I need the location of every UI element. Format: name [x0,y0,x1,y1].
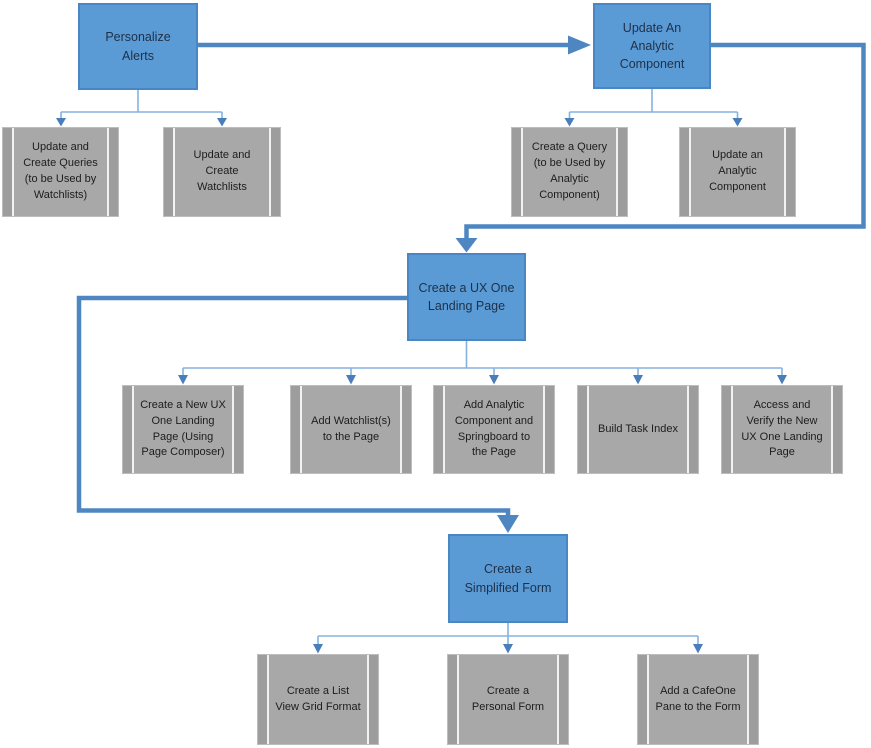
node-create-a-list-view-grid-format: Create a List View Grid Format [257,654,379,745]
node-create-new-ux-one-landing-page: Create a New UX One Landing Page (Using … [122,385,244,474]
node-update-and-create-watchlists: Update and Create Watchlists [163,127,281,217]
node-label: Update and Create Queries (to be Used by… [23,141,98,201]
node-label: Create a New UX One Landing Page (Using … [140,398,226,459]
edge-landing-page-children [178,341,787,385]
node-update-an-analytic-component-sub: Update an Analytic Component [679,127,796,217]
node-update-and-create-queries: Update and Create Queries (to be Used by… [2,127,119,217]
node-add-a-cafeone-pane-to-the-form: Add a CafeOne Pane to the Form [637,654,759,745]
node-personalize-alerts: Personalize Alerts [78,3,198,90]
node-label: Add Analytic Component and Springboard t… [454,398,534,459]
node-label: Update and Create Watchlists [193,149,251,193]
node-label: Create a Simplified Form [464,562,552,595]
node-label: Create a Personal Form [471,684,545,713]
node-label: Create a Query (to be Used by Analytic C… [531,141,608,201]
node-build-task-index: Build Task Index [577,385,699,474]
node-add-watchlists-to-the-page: Add Watchlist(s) to the Page [290,385,412,474]
node-label: Add a CafeOne Pane to the Form [655,684,741,713]
node-add-analytic-component-and-springboard: Add Analytic Component and Springboard t… [433,385,555,474]
node-label: Access and Verify the New UX One Landing… [741,398,823,459]
node-label: Create a List View Grid Format [275,684,361,713]
edge-personalize-children [56,90,227,127]
edge-landing-page-to-simplified-form [76,295,519,533]
node-create-a-query: Create a Query (to be Used by Analytic C… [511,127,628,217]
node-label: Update An Analytic Component [619,20,685,72]
edge-personalize-to-update-analytic [198,35,591,55]
node-create-ux-one-landing-page: Create a UX One Landing Page [407,253,526,341]
node-access-and-verify-new-ux-one-landing-page: Access and Verify the New UX One Landing… [721,385,843,474]
node-update-an-analytic-component: Update An Analytic Component [593,3,711,89]
node-label: Create a UX One Landing Page [418,280,515,313]
node-create-a-simplified-form: Create a Simplified Form [448,534,568,623]
node-label: Personalize Alerts [105,30,171,63]
edge-simplified-form-children [313,623,703,654]
node-label: Build Task Index [598,422,678,435]
edge-update-analytic-to-landing-page [455,42,866,253]
edge-update-analytic-children [564,89,743,127]
node-label: Add Watchlist(s) to the Page [311,414,391,443]
node-create-a-personal-form: Create a Personal Form [447,654,569,745]
node-label: Update an Analytic Component [709,149,766,193]
